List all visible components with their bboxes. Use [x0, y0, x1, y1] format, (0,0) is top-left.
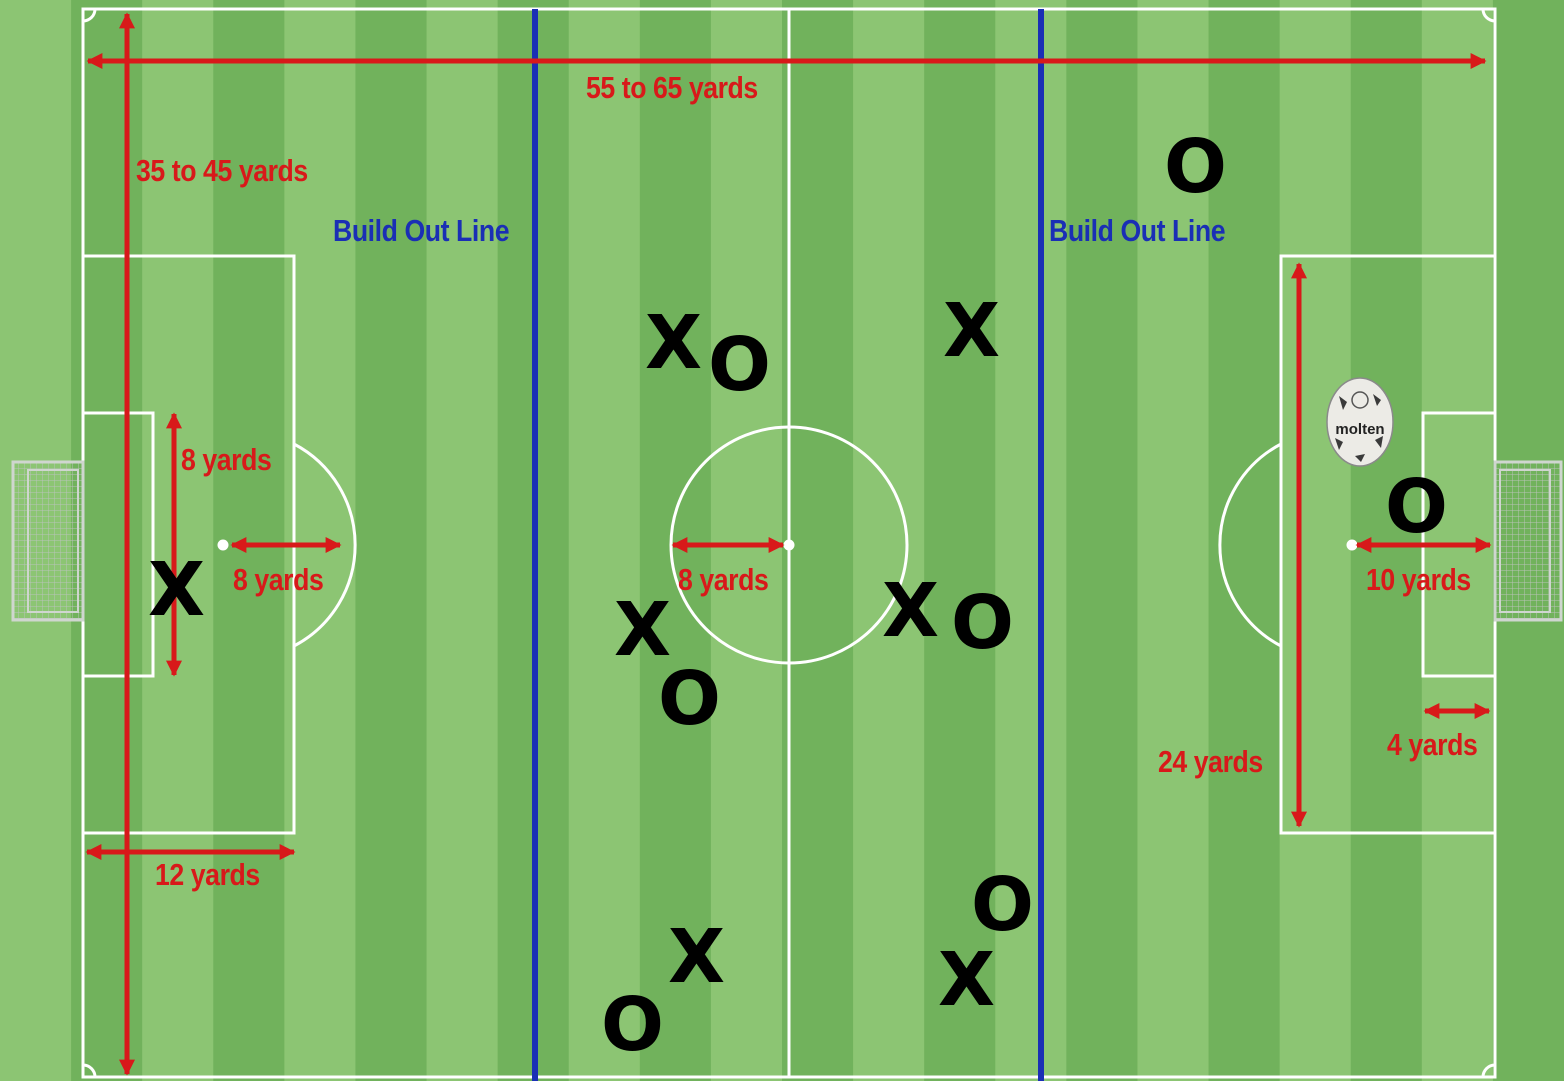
player-x: X [148, 553, 205, 627]
goal-area-depth-label: 4 yards [1387, 727, 1477, 763]
player-o: O [971, 868, 1034, 942]
player-o: O [658, 662, 721, 736]
penalty-box-depth-label: 10 yards [1366, 562, 1471, 598]
player-o: O [1164, 130, 1227, 204]
grass-stripe [782, 0, 854, 1081]
grass-stripe [569, 0, 641, 1081]
left-penalty-spot [219, 541, 227, 549]
grass-stripe [1280, 0, 1352, 1081]
build-out-line-left-label: Build Out Line [333, 213, 509, 249]
player-o: O [1385, 470, 1448, 544]
player-o: O [951, 586, 1014, 660]
player-x: X [645, 306, 702, 380]
grass-stripe [853, 0, 925, 1081]
center-spot [785, 541, 793, 549]
left-goal [13, 462, 83, 620]
player-o: O [708, 328, 771, 402]
penalty-spot-label: 8 yards [233, 562, 323, 598]
grass-stripe [1066, 0, 1138, 1081]
player-x: X [882, 574, 939, 648]
right-penalty-spot [1348, 541, 1356, 549]
grass-stripe [355, 0, 427, 1081]
ball-brand: molten [1335, 421, 1384, 438]
penalty-box-width-label: 12 yards [155, 857, 260, 893]
player-x: X [938, 943, 995, 1017]
width-label: 35 to 45 yards [136, 153, 308, 189]
player-x: X [943, 294, 1000, 368]
player-o: O [601, 988, 664, 1062]
center-circle-label: 8 yards [678, 562, 768, 598]
penalty-box-height-label: 24 yards [1158, 744, 1263, 780]
soccer-ball-icon: molten [1325, 376, 1395, 468]
player-x: X [668, 920, 725, 994]
right-goal [1495, 462, 1561, 620]
build-out-line-right-label: Build Out Line [1049, 213, 1225, 249]
grass-stripe [427, 0, 499, 1081]
goal-area-height-label: 8 yards [181, 442, 271, 478]
length-label: 55 to 65 yards [586, 70, 758, 106]
